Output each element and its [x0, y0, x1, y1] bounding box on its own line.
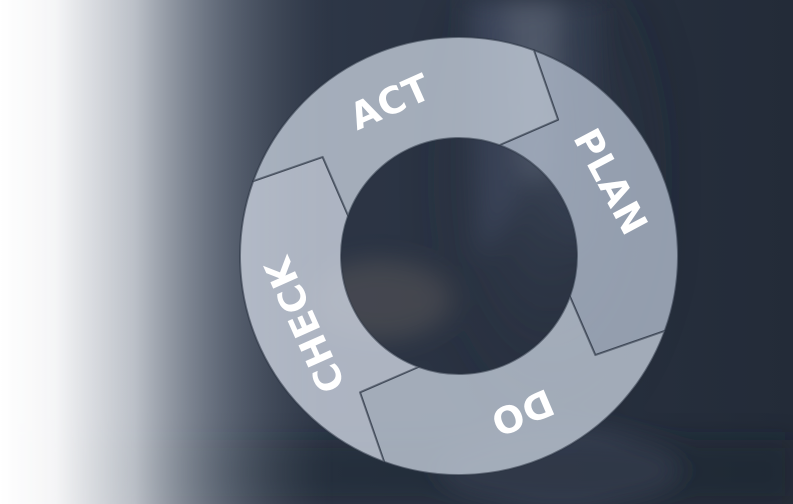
cycle-center [342, 139, 576, 373]
cycle-segment-do [358, 295, 666, 476]
cycle-ring [239, 36, 679, 476]
cycle-segment-check [239, 155, 420, 463]
cycle-segment-act [252, 36, 560, 217]
